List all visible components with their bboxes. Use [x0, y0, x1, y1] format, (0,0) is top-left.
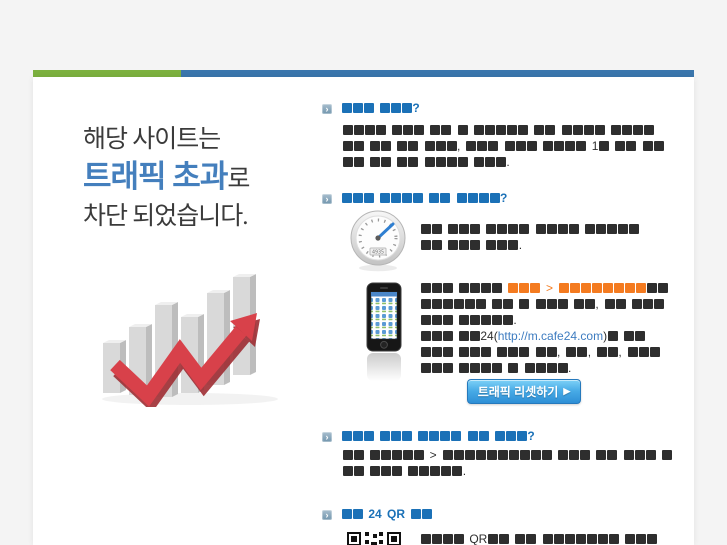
blocked-headline: 해당 사이트는 트래픽 초과로 차단 되었습니다. [83, 121, 250, 235]
section2-phone-line: , , , [420, 346, 660, 359]
section1-heading: ? [341, 102, 420, 115]
section3-bullet-icon: › [322, 432, 332, 442]
section1-paragraph-line: . [342, 156, 510, 169]
smartphone-icon [366, 282, 402, 381]
top-accent-bar [33, 70, 694, 77]
svg-text:4935: 4935 [372, 250, 384, 256]
traffic-reset-button[interactable]: 트래픽 리셋하기 ▶ [467, 379, 581, 404]
section2-gauge-line: . [420, 239, 522, 252]
section3-heading: ? [341, 430, 535, 443]
button-arrow-icon: ▶ [563, 386, 571, 396]
content-panel: 해당 사이트는 트래픽 초과로 차단 되었습니다. [33, 77, 694, 545]
accent-bar-blue-segment [181, 70, 694, 77]
headline-line3: 차단 되었습니다. [83, 203, 249, 230]
accent-bar-green-segment [33, 70, 181, 77]
headline-line1: 해당 사이트는 [83, 126, 221, 153]
section2-bullet-icon: › [322, 194, 332, 204]
section1-paragraph-line [342, 124, 654, 137]
section2-phone-line: > [420, 282, 668, 295]
headline-accent-suffix: 로 [227, 166, 250, 193]
red-arrow [110, 313, 260, 407]
section1-bullet-icon: › [322, 104, 332, 114]
headline-line2: 트래픽 초과로 [83, 158, 250, 198]
section3-paragraph-line: > [342, 449, 672, 462]
section2-phone-line: . [420, 314, 517, 327]
section4-bullet-icon: › [322, 510, 332, 520]
section4-heading: 24 QR [341, 508, 432, 521]
section1-paragraph-line: , 1 [342, 140, 664, 153]
section2-heading: ? [341, 192, 507, 205]
traffic-growth-chart-image [102, 274, 278, 407]
speedometer-icon: 4935 [350, 210, 406, 272]
section2-phone-line: . [420, 362, 571, 375]
mcafe24-link-line[interactable]: 24(http://m.cafe24.com) [420, 330, 645, 343]
section4-paragraph-line: QR [420, 533, 657, 545]
section2-gauge-line [420, 223, 639, 236]
traffic-reset-button-label: 트래픽 리셋하기 [477, 385, 559, 399]
headline-accent: 트래픽 초과 [83, 159, 228, 194]
section3-paragraph-line: . [342, 465, 466, 478]
section2-phone-line: , [420, 298, 664, 311]
qr-code-image [347, 532, 401, 545]
